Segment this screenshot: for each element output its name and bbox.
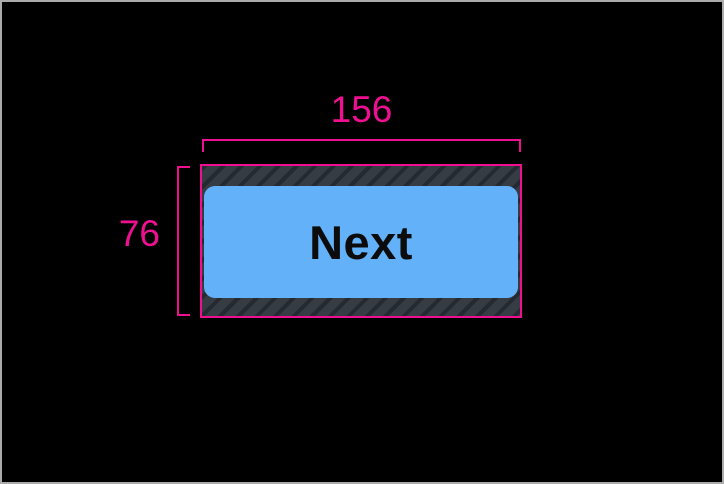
next-button[interactable]: Next	[204, 186, 518, 298]
layout-bounds-overlay: Next	[200, 164, 522, 318]
width-dimension-bracket	[202, 139, 521, 152]
width-dimension-label: 156	[330, 89, 393, 130]
height-dimension-label: 76	[118, 213, 160, 254]
height-dimension-bracket	[177, 166, 190, 316]
next-button-label: Next	[309, 215, 413, 269]
